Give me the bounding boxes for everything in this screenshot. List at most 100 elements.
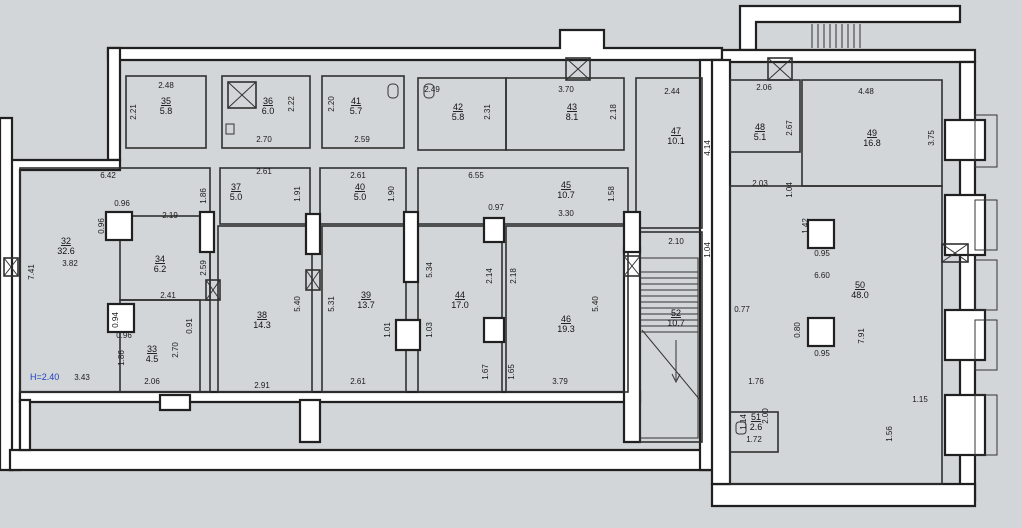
dimension-label: 2.03	[752, 179, 768, 188]
dimension-label: 1.42	[801, 218, 810, 234]
dimension-label: 6.42	[100, 171, 116, 180]
dimension-label: 2.49	[424, 85, 440, 94]
dimension-label: 0.95	[814, 349, 830, 358]
room-area: 48.0	[851, 290, 869, 300]
room-area: 10.7	[557, 190, 575, 200]
dimension-label: 2.19	[162, 211, 178, 220]
room-area: 5.0	[230, 192, 243, 202]
room-number: 43	[567, 102, 577, 112]
dimension-label: 0.95	[814, 249, 830, 258]
room-area: 14.3	[253, 320, 271, 330]
dimension-label: 1.86	[199, 188, 208, 204]
dimension-label: 6.60	[814, 271, 830, 280]
dimension-label: 2.10	[668, 237, 684, 246]
room-area: 2.6	[750, 422, 763, 432]
room-number: 40	[355, 182, 365, 192]
room-number: 38	[257, 310, 267, 320]
dimension-label: 2.18	[609, 104, 618, 120]
room-number: 42	[453, 102, 463, 112]
dimension-label: 0.96	[97, 218, 106, 234]
dimension-labels: 2.48 2.21 2.22 2.70 2.20 2.59 2.49 2.31 3.70 2.18…	[27, 81, 936, 444]
room-number: 51	[751, 412, 761, 422]
dimension-label: 0.80	[793, 322, 802, 338]
dimension-label: 2.41	[160, 291, 176, 300]
dimension-label: 0.77	[734, 305, 750, 314]
dimension-label: 1.65	[507, 364, 516, 380]
dimension-label: 5.40	[591, 296, 600, 312]
dimension-label: 4.14	[703, 140, 712, 156]
dimension-label: 2.48	[158, 81, 174, 90]
room-number: 37	[231, 182, 241, 192]
dimension-label: 3.79	[552, 377, 568, 386]
dimension-label: 2.21	[129, 104, 138, 120]
room-area: 19.3	[557, 324, 575, 334]
dimension-label: 5.34	[425, 262, 434, 278]
dimension-label: 3.75	[927, 130, 936, 146]
dimension-label: 1.90	[387, 186, 396, 202]
dimension-label: 1.01	[383, 322, 392, 338]
room-number: 45	[561, 180, 571, 190]
dimension-label: 1.04	[785, 182, 794, 198]
dimension-label: 2.22	[287, 96, 296, 112]
dimension-label: 1.72	[746, 435, 762, 444]
dimension-label: 7.41	[27, 264, 36, 280]
dimension-label: 2.67	[785, 120, 794, 136]
right-building-walls	[710, 4, 998, 508]
room-number: 35	[161, 96, 171, 106]
room-area: 32.6	[57, 246, 75, 256]
dimension-label: 3.43	[74, 373, 90, 382]
dimension-label: 2.14	[485, 268, 494, 284]
ceiling-height-note: H=2.40	[30, 372, 59, 382]
dimension-label: 2.91	[254, 381, 270, 390]
dimension-label: 6.55	[468, 171, 484, 180]
dimension-label: 2.61	[256, 167, 272, 176]
shafts	[3, 57, 969, 301]
dimension-label: 2.59	[354, 135, 370, 144]
dimension-label: 2.00	[761, 408, 770, 424]
room-number: 47	[671, 126, 681, 136]
dimension-label: 2.61	[350, 171, 366, 180]
room-area: 5.8	[452, 112, 465, 122]
dimension-label: 4.48	[858, 87, 874, 96]
dimension-label: 2.70	[171, 342, 180, 358]
dimension-label: 1.56	[885, 426, 894, 442]
dimension-label: 2.59	[199, 260, 208, 276]
dimension-label: 5.31	[327, 296, 336, 312]
room-number: 33	[147, 344, 157, 354]
dimension-label: 2.06	[144, 377, 160, 386]
interior-partitions	[19, 75, 943, 485]
room-number: 41	[351, 96, 361, 106]
dimension-label: 2.70	[256, 135, 272, 144]
room-number: 52	[671, 308, 681, 318]
dimension-label: 2.20	[327, 96, 336, 112]
dimension-label: 1.03	[425, 322, 434, 338]
dimension-label: 3.30	[558, 209, 574, 218]
upper-staircase	[811, 24, 861, 48]
room-number: 49	[867, 128, 877, 138]
room-number: 46	[561, 314, 571, 324]
room-area: 10.7	[667, 318, 685, 328]
dimension-label: 2.61	[350, 377, 366, 386]
room-area: 4.5	[146, 354, 159, 364]
columns	[104, 210, 836, 352]
room-number: 50	[855, 280, 865, 290]
room-number: 48	[755, 122, 765, 132]
room-number: 44	[455, 290, 465, 300]
room-area: 5.1	[754, 132, 767, 142]
dimension-label: 1.91	[293, 186, 302, 202]
dimension-label: 2.31	[483, 104, 492, 120]
room-number: 34	[155, 254, 165, 264]
room-area: 10.1	[667, 136, 685, 146]
room-number: 32	[61, 236, 71, 246]
room-area: 13.7	[357, 300, 375, 310]
dimension-label: 0.94	[111, 312, 120, 328]
dimension-label: 1.76	[748, 377, 764, 386]
room-area: 16.8	[863, 138, 881, 148]
dimension-label: 2.18	[509, 268, 518, 284]
dimension-label: 3.70	[558, 85, 574, 94]
dimension-label: 2.44	[664, 87, 680, 96]
